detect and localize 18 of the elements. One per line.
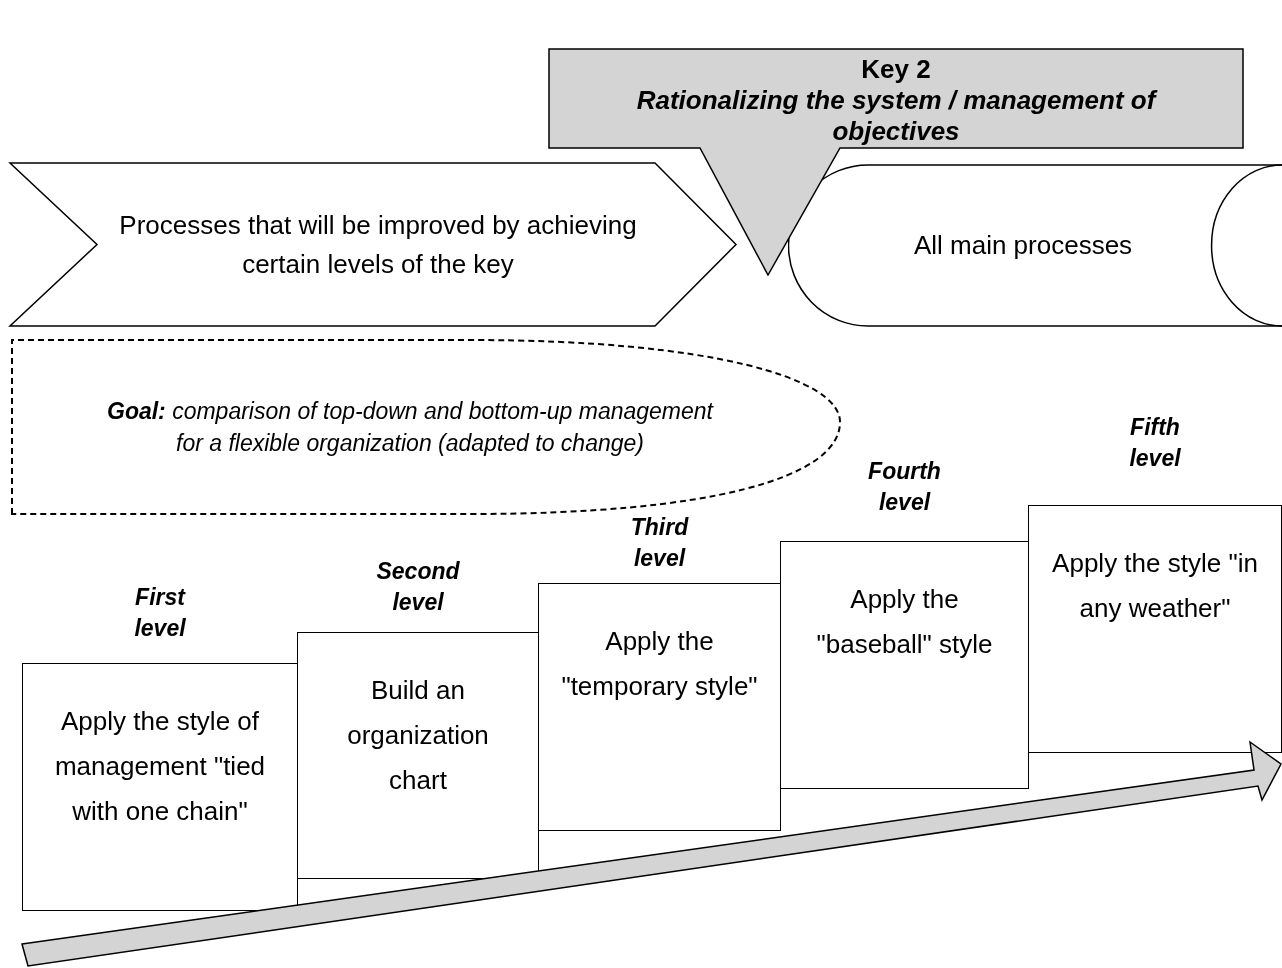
goal-text: Goal: comparison of top-down and bottom-up management for a flexible organization (adapted to change) — [106, 397, 715, 458]
callout-subtitle: Rationalizing the system / management of objectives — [635, 85, 1159, 147]
level-heading: Second level — [375, 557, 461, 617]
chevron-shape — [8, 162, 738, 327]
goal-shape — [10, 338, 842, 516]
level-heading: First level — [133, 583, 187, 643]
level-heading: Third level — [629, 513, 690, 573]
chevron-text: Processes that will be improved by achieving certain levels of the key — [118, 208, 638, 281]
step-text: Apply the style of management "tied with one chain" — [53, 705, 267, 828]
level-heading: Fourth level — [867, 457, 942, 517]
level-heading: Fifth level — [1128, 413, 1182, 473]
scroll-shape — [788, 164, 1282, 327]
step-text: Apply the "baseball" style — [815, 583, 994, 661]
step-text: Apply the "temporary style" — [561, 625, 758, 703]
step-text: Build an organization chart — [346, 674, 490, 797]
callout-title: Key 2 — [861, 54, 931, 85]
scroll-text: All main processes — [913, 229, 1133, 262]
step-text: Apply the style "in any weather" — [1051, 547, 1259, 625]
